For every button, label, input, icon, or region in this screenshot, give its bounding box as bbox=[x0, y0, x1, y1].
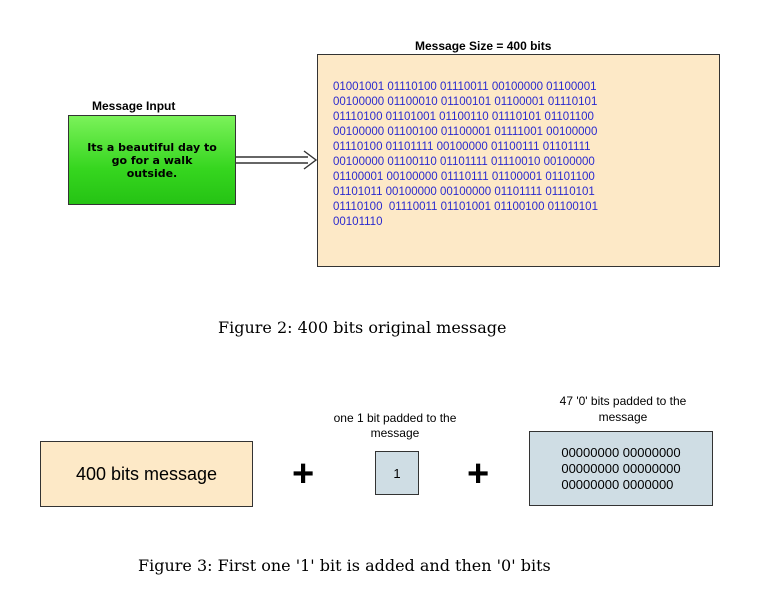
message-input-label: Message Input bbox=[92, 99, 176, 113]
arrow-icon bbox=[236, 150, 318, 170]
message-input-box: Its a beautiful day to go for a walk out… bbox=[68, 115, 236, 205]
one-bit-value: 1 bbox=[393, 465, 401, 481]
plus-icon: + bbox=[467, 453, 490, 495]
message-size-label: Message Size = 400 bits bbox=[415, 39, 552, 53]
plus-icon: + bbox=[292, 453, 315, 495]
binary-message-text: 01001001 01110100 01110011 00100000 0110… bbox=[333, 81, 598, 228]
figure-2-caption: Figure 2: 400 bits original message bbox=[218, 318, 507, 337]
one-bit-box: 1 bbox=[375, 451, 419, 495]
400-bits-message-box: 400 bits message bbox=[40, 441, 253, 507]
zero-bits-label: 47 '0' bits padded to the message bbox=[559, 394, 687, 424]
400-bits-message-text: 400 bits message bbox=[75, 463, 218, 484]
figure-3-caption: Figure 3: First one '1' bit is added and… bbox=[138, 556, 551, 575]
one-bit-label: one 1 bit padded to the message bbox=[333, 411, 457, 440]
binary-message-box: 01001001 01110100 01110011 00100000 0110… bbox=[317, 54, 720, 267]
zero-bits-box: 00000000 00000000 00000000 00000000 0000… bbox=[529, 431, 713, 506]
message-input-text: Its a beautiful day to go for a walk out… bbox=[87, 140, 217, 180]
zero-bits-value: 00000000 00000000 00000000 00000000 0000… bbox=[561, 444, 681, 492]
